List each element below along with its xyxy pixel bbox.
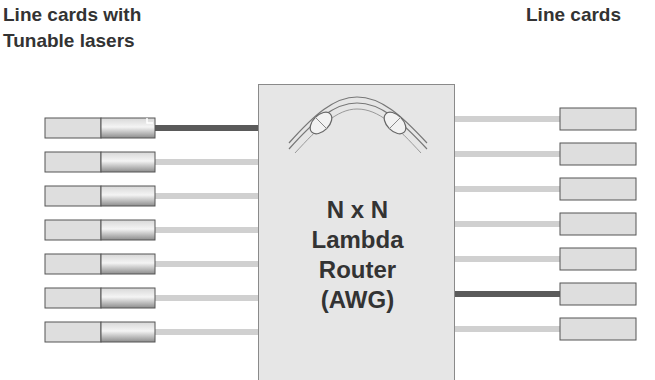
tunable-laser — [101, 254, 155, 274]
line-card — [560, 108, 636, 130]
fiber-line — [455, 291, 560, 297]
line-card — [45, 152, 101, 172]
fiber-line — [155, 261, 258, 267]
fiber-line — [155, 159, 258, 165]
fiber-line — [155, 193, 258, 199]
tunable-laser — [101, 288, 155, 308]
fiber-line — [455, 116, 560, 122]
line-card — [45, 254, 101, 274]
fiber-line — [155, 227, 258, 233]
line-card — [45, 288, 101, 308]
fiber-line — [455, 221, 560, 227]
line-card — [45, 220, 101, 240]
fiber-line — [455, 256, 560, 262]
fiber-line — [155, 125, 258, 131]
awg-router-box: N x N Lambda Router (AWG) — [258, 84, 455, 380]
router-label: N x N Lambda Router (AWG) — [299, 195, 416, 315]
line-card — [560, 178, 636, 200]
line-card — [560, 213, 636, 235]
right-heading: Line cards — [526, 2, 651, 28]
line-card — [560, 248, 636, 270]
line-card — [560, 283, 636, 305]
fiber-coil-illustration — [259, 85, 456, 165]
tunable-laser — [101, 322, 155, 342]
fiber-line — [155, 295, 258, 301]
fiber-line — [455, 186, 560, 192]
tunable-laser — [101, 118, 155, 138]
left-heading: Line cards with Tunable lasers — [3, 2, 163, 54]
line-card — [560, 318, 636, 340]
laser-mark — [147, 118, 153, 123]
tunable-laser — [101, 220, 155, 240]
fiber-line — [455, 326, 560, 332]
line-card — [45, 322, 101, 342]
fiber-line — [455, 151, 560, 157]
line-card — [45, 118, 101, 138]
tunable-laser — [101, 152, 155, 172]
fiber-line — [155, 329, 258, 335]
line-card — [45, 186, 101, 206]
line-card — [560, 143, 636, 165]
tunable-laser — [101, 186, 155, 206]
